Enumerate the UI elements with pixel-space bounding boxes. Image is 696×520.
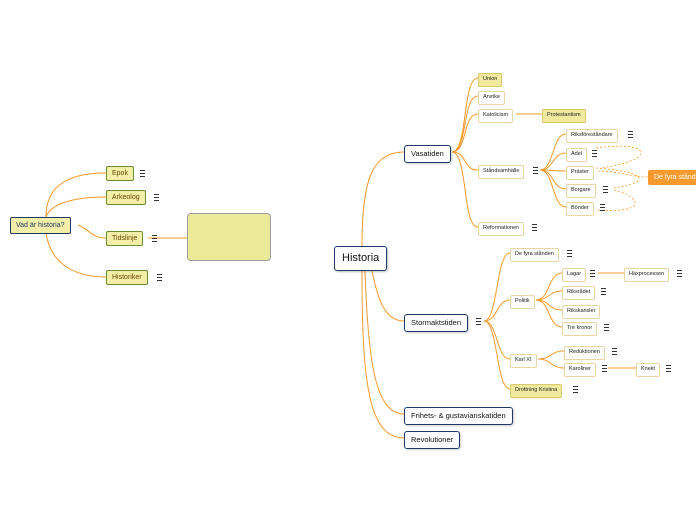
node-karl-xi[interactable]: Karl XI — [510, 354, 537, 368]
node-lagar[interactable]: Lagar — [562, 268, 587, 282]
note-icon[interactable] — [533, 167, 538, 176]
timeline-image[interactable] — [187, 213, 271, 261]
note-icon[interactable] — [157, 274, 162, 283]
node-drottning-kristina[interactable]: Drottning Kristina — [510, 384, 563, 398]
note-icon[interactable] — [602, 365, 607, 374]
note-icon[interactable] — [592, 150, 597, 159]
node-arvrike[interactable]: Arvrike — [478, 91, 506, 105]
note-icon[interactable] — [152, 235, 157, 244]
note-icon[interactable] — [666, 365, 671, 374]
node-adel[interactable]: Adel — [566, 148, 588, 162]
branch-frihetstiden[interactable]: Frihets- & gustavianskatiden — [404, 407, 513, 425]
note-icon[interactable] — [600, 204, 605, 213]
note-icon[interactable] — [573, 386, 578, 395]
node-riksradet[interactable]: Riksrådet — [562, 286, 596, 300]
branch-stormaktstiden[interactable]: Stormaktstiden — [404, 314, 469, 332]
node-reformationen[interactable]: Reformationen — [478, 222, 525, 236]
node-knekt[interactable]: Knekt — [636, 363, 661, 377]
node-katolicism[interactable]: Katolicism — [478, 109, 514, 123]
note-icon[interactable] — [590, 270, 595, 279]
note-icon[interactable] — [601, 288, 606, 297]
note-icon[interactable] — [154, 194, 159, 203]
node-riksforestandare[interactable]: Riksföreståndare — [566, 129, 618, 143]
note-icon[interactable] — [628, 131, 633, 140]
node-haxprocessen[interactable]: Häxprocessen — [624, 268, 670, 282]
branch-revolutioner[interactable]: Revolutioner — [404, 431, 461, 449]
node-union[interactable]: Union — [478, 73, 503, 87]
node-epok[interactable]: Epok — [106, 166, 134, 181]
node-borgare[interactable]: Borgare — [566, 184, 596, 198]
note-icon[interactable] — [532, 224, 537, 233]
node-protestantism[interactable]: Protestantism — [542, 109, 586, 123]
node-vad-ar-historia[interactable]: Vad är historia? — [10, 217, 71, 234]
note-icon[interactable] — [140, 170, 145, 179]
node-standsamhalle[interactable]: Ståndsamhälle — [478, 165, 525, 179]
node-bonder[interactable]: Bönder — [566, 202, 594, 216]
note-icon[interactable] — [567, 250, 572, 259]
branch-vasatiden[interactable]: Vasatiden — [404, 145, 451, 163]
node-praster[interactable]: Präster — [566, 166, 594, 180]
note-icon[interactable] — [612, 348, 617, 357]
node-tre-kronor[interactable]: Tre kronor — [562, 322, 598, 336]
note-icon[interactable] — [476, 318, 481, 327]
root-node-historia[interactable]: Historia — [334, 246, 388, 271]
node-reduktionen[interactable]: Reduktionen — [564, 346, 605, 360]
node-historiker[interactable]: Historiker — [106, 270, 148, 285]
node-arkeolog[interactable]: Arkeolog — [106, 190, 146, 205]
note-icon[interactable] — [677, 270, 682, 279]
node-politik[interactable]: Politik — [510, 295, 535, 309]
node-karoliner[interactable]: Karoliner — [564, 363, 597, 377]
note-icon[interactable] — [603, 186, 608, 195]
floating-topic-de-fyra-stand[interactable]: De fyra stånd — [648, 170, 696, 185]
node-rikskansler[interactable]: Rikskansler — [562, 305, 601, 319]
node-de-fyra-standen[interactable]: De fyra stånden — [510, 248, 559, 262]
node-tidslinje[interactable]: Tidslinje — [106, 231, 144, 246]
note-icon[interactable] — [604, 324, 609, 333]
